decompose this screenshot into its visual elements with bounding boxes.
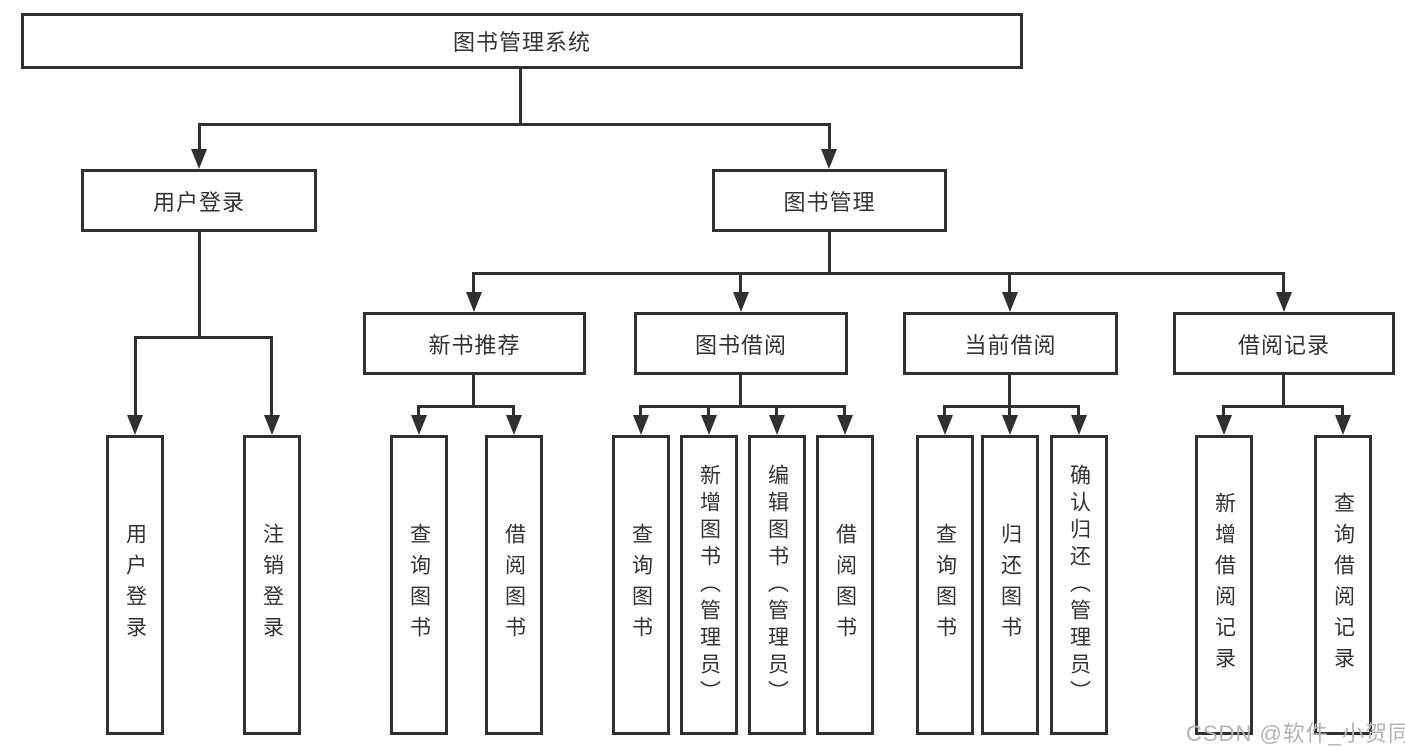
node-book-borrowing: 图书借阅 xyxy=(634,312,848,375)
node-label: 确认归还（管理员） xyxy=(1067,463,1091,707)
node-label: 查询图书 xyxy=(933,523,957,647)
arrow-down-icon xyxy=(701,415,717,435)
leaf-query-borrow-record: 查询借阅记录 xyxy=(1314,435,1372,735)
connector-line xyxy=(198,232,201,336)
node-label: 查询借阅记录 xyxy=(1331,492,1355,678)
arrow-down-icon xyxy=(191,149,207,169)
connector-line xyxy=(134,336,137,418)
connector-line xyxy=(134,336,273,339)
node-label: 新书推荐 xyxy=(428,332,521,358)
node-new-book-recommend: 新书推荐 xyxy=(363,312,586,375)
connector-line xyxy=(1341,405,1344,418)
connector-line xyxy=(198,123,831,126)
node-label: 查询图书 xyxy=(407,523,431,647)
leaf-query-books-current: 查询图书 xyxy=(916,435,974,735)
node-user-login: 用户登录 xyxy=(81,169,317,232)
arrow-down-icon xyxy=(1216,415,1232,435)
leaf-borrow-books-recommend: 借阅图书 xyxy=(485,435,543,735)
leaf-return-book: 归还图书 xyxy=(981,435,1039,735)
arrow-down-icon xyxy=(1071,415,1087,435)
arrow-down-icon xyxy=(411,415,427,435)
node-label: 编辑图书（管理员） xyxy=(765,463,789,707)
connector-line xyxy=(943,405,946,418)
connector-line xyxy=(519,69,522,123)
leaf-logout: 注销登录 xyxy=(243,435,301,735)
connector-line xyxy=(1008,272,1011,295)
connector-line xyxy=(512,405,515,418)
connector-line xyxy=(1282,375,1285,405)
connector-line xyxy=(828,123,831,153)
node-label: 借阅图书 xyxy=(833,523,857,647)
arrow-down-icon xyxy=(127,415,143,435)
arrow-down-icon xyxy=(1335,415,1351,435)
arrow-down-icon xyxy=(1002,292,1018,312)
arrow-down-icon xyxy=(837,415,853,435)
node-label: 用户登录 xyxy=(152,189,245,215)
arrow-down-icon xyxy=(264,415,280,435)
connector-line xyxy=(943,405,1080,408)
connector-line xyxy=(707,405,710,418)
connector-line xyxy=(472,272,1285,275)
arrow-down-icon xyxy=(633,415,649,435)
node-book-management: 图书管理 xyxy=(712,169,947,232)
connector-line xyxy=(417,405,515,408)
leaf-user-login: 用户登录 xyxy=(106,435,164,735)
node-label: 注销登录 xyxy=(260,523,284,647)
connector-line xyxy=(1222,405,1225,418)
connector-line xyxy=(1008,375,1011,405)
node-label: 借阅图书 xyxy=(502,523,526,647)
connector-line xyxy=(843,405,846,418)
connector-line xyxy=(739,272,742,295)
arrow-down-icon xyxy=(466,292,482,312)
connector-line xyxy=(739,375,742,405)
node-label: 当前借阅 xyxy=(964,332,1057,358)
node-label: 借阅记录 xyxy=(1237,332,1330,358)
node-label: 归还图书 xyxy=(998,523,1022,647)
node-borrow-records: 借阅记录 xyxy=(1173,312,1395,375)
node-label: 新增图书（管理员） xyxy=(697,463,721,707)
arrow-down-icon xyxy=(821,149,837,169)
connector-line xyxy=(775,405,778,418)
arrow-down-icon xyxy=(1276,292,1292,312)
arrow-down-icon xyxy=(769,415,785,435)
node-library-system: 图书管理系统 xyxy=(21,13,1023,69)
connector-line xyxy=(828,232,831,272)
node-current-borrowing: 当前借阅 xyxy=(903,312,1118,375)
node-label: 新增借阅记录 xyxy=(1212,492,1236,678)
connector-line xyxy=(1077,405,1080,418)
connector-line xyxy=(1222,405,1344,408)
leaf-add-borrow-record: 新增借阅记录 xyxy=(1195,435,1253,735)
connector-line xyxy=(1008,405,1011,418)
arrow-down-icon xyxy=(733,292,749,312)
connector-line xyxy=(1282,272,1285,295)
connector-line xyxy=(639,405,642,418)
connector-line xyxy=(270,336,273,418)
leaf-borrow-books-borrowing: 借阅图书 xyxy=(816,435,874,735)
connector-line xyxy=(198,123,201,153)
connector-line xyxy=(472,375,475,405)
csdn-watermark: CSDN @软件_小贺同学 xyxy=(1186,721,1405,746)
arrow-down-icon xyxy=(1002,415,1018,435)
node-label: 图书借阅 xyxy=(694,332,787,358)
connector-line xyxy=(417,405,420,418)
connector-line xyxy=(639,405,846,408)
connector-line xyxy=(472,272,475,295)
node-label: 图书管理系统 xyxy=(452,30,591,55)
leaf-confirm-return-admin: 确认归还（管理员） xyxy=(1050,435,1108,735)
node-label: 用户登录 xyxy=(123,523,147,647)
leaf-add-book-admin: 新增图书（管理员） xyxy=(680,435,738,735)
node-label: 查询图书 xyxy=(629,523,653,647)
leaf-edit-book-admin: 编辑图书（管理员） xyxy=(748,435,806,735)
node-label: 图书管理 xyxy=(783,189,876,215)
leaf-query-books-borrowing: 查询图书 xyxy=(612,435,670,735)
arrow-down-icon xyxy=(937,415,953,435)
leaf-query-books-recommend: 查询图书 xyxy=(390,435,448,735)
arrow-down-icon xyxy=(506,415,522,435)
